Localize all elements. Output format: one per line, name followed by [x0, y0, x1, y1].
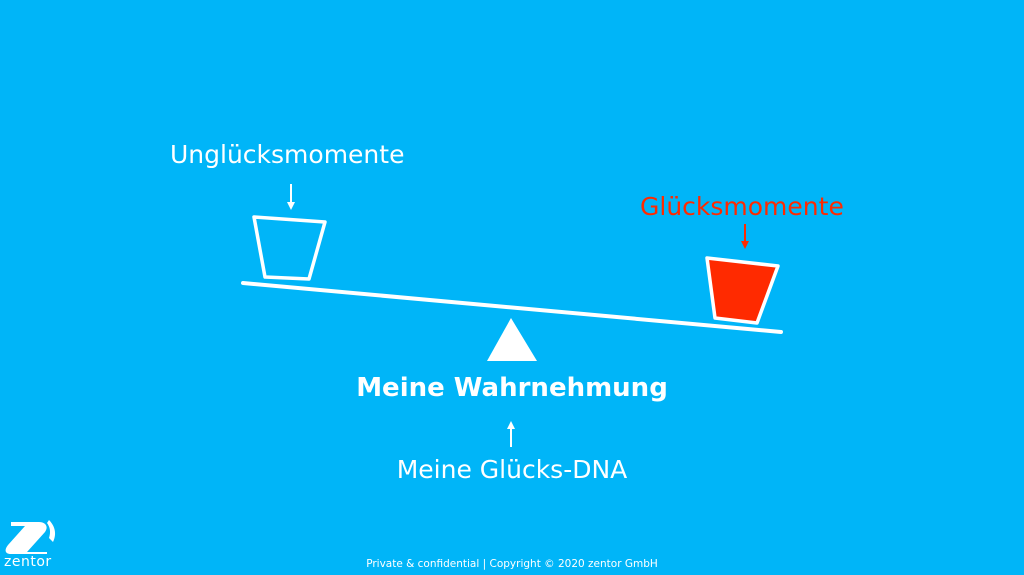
bucket-unglueck [252, 215, 327, 281]
arrow-down-glueck-icon [741, 224, 749, 249]
label-unglueck: Unglücksmomente [170, 140, 405, 169]
label-gluecks-dna: Meine Glücks-DNA [396, 455, 628, 484]
bucket-glueck [705, 256, 780, 325]
arrow-down-unglueck-icon [287, 184, 295, 210]
zentor-logo-icon [5, 520, 56, 554]
logo-brand-text: zentor [4, 554, 52, 570]
arrow-up-icon [507, 421, 515, 447]
footer-copyright: Private & confidential | Copyright © 202… [366, 558, 658, 570]
label-wahrnehmung: Meine Wahrnehmung [356, 373, 668, 403]
seesaw-fulcrum [487, 318, 537, 361]
label-glueck: Glücksmomente [640, 192, 844, 221]
seesaw-beam [241, 281, 783, 334]
